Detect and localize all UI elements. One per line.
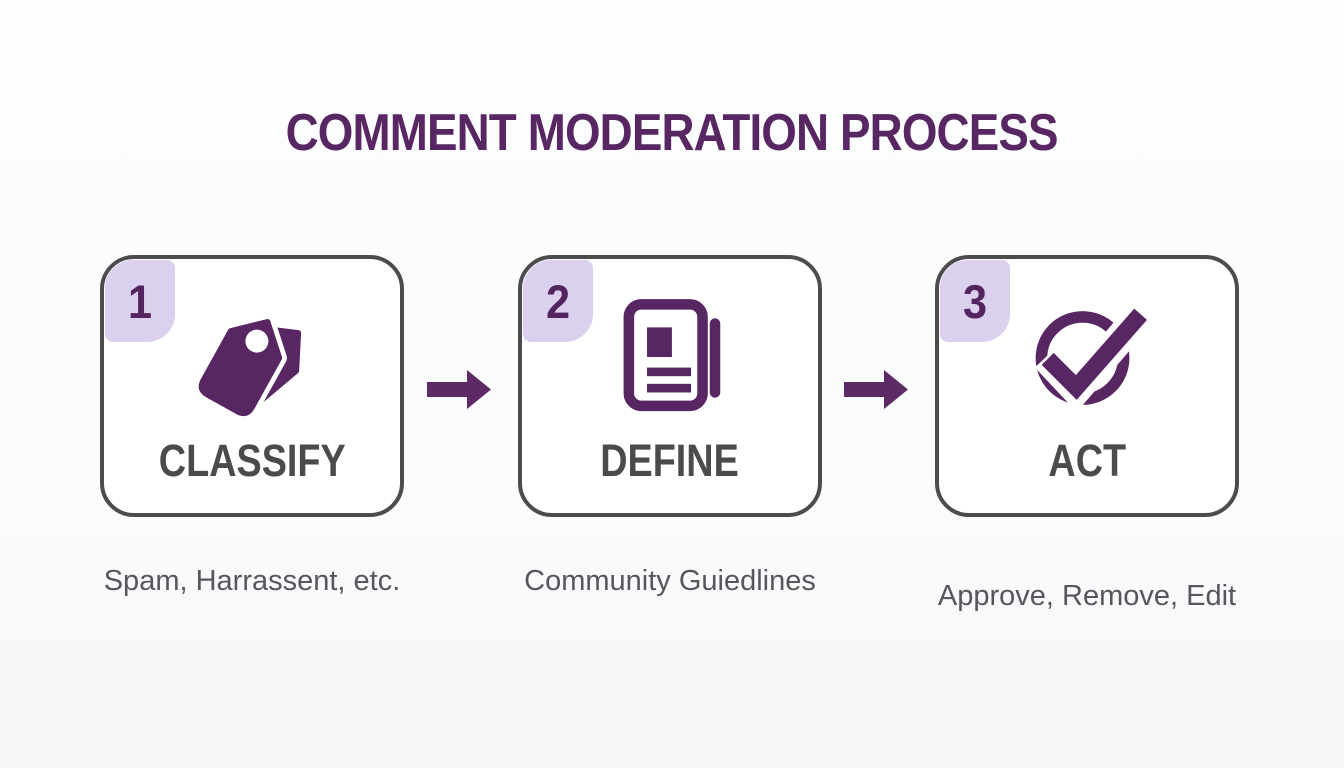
step-number: 3 [962, 274, 988, 328]
step-card-classify: 1 [100, 255, 404, 517]
step-label: CLASSIFY [158, 435, 346, 486]
arrow-right-icon [427, 369, 491, 410]
step-caption-act: Approve, Remove, Edit [937, 580, 1237, 612]
step-card-define: 2 DEFINE [518, 255, 822, 517]
check-circle-icon [1020, 291, 1154, 425]
step-number-badge: 1 [105, 260, 175, 342]
page-title: COMMENT MODERATION PROCESS [0, 103, 1344, 163]
page-title-text: COMMENT MODERATION PROCESS [285, 104, 1059, 162]
tags-icon [185, 291, 319, 425]
step-label: DEFINE [600, 435, 740, 486]
step-caption-classify: Spam, Harrassent, etc. [103, 565, 401, 597]
step-card-act: 3 ACT [935, 255, 1239, 517]
step-number-badge: 2 [523, 260, 593, 342]
step-number: 2 [545, 274, 571, 328]
document-icon [603, 291, 737, 425]
step-number: 1 [127, 274, 153, 328]
step-number-badge: 3 [940, 260, 1010, 342]
step-caption-define: Community Guiedlines [524, 565, 816, 597]
step-label: ACT [1048, 435, 1126, 486]
arrow-right-icon [844, 369, 908, 410]
